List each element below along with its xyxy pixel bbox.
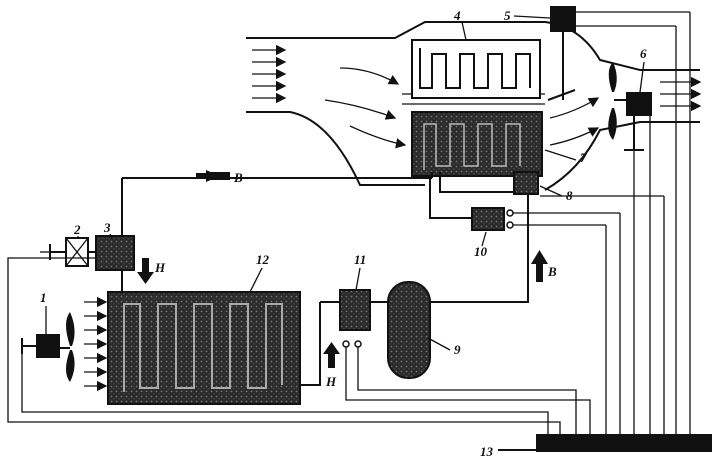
label-10: 10 bbox=[474, 244, 488, 259]
flow-label-b-right: В bbox=[547, 264, 557, 279]
flow-arrow-b-right bbox=[531, 250, 548, 282]
compressor-unit-11 bbox=[339, 289, 371, 348]
wiring bbox=[7, 11, 691, 434]
flow-arrow-b-top bbox=[196, 170, 230, 182]
flow-arrow-h-bottom bbox=[323, 342, 340, 368]
label-8: 8 bbox=[566, 188, 573, 203]
evaporator-7 bbox=[411, 111, 543, 177]
label-11: 11 bbox=[354, 252, 366, 267]
valve-10 bbox=[471, 207, 514, 231]
inlet-air-arrows bbox=[252, 44, 287, 104]
label-6: 6 bbox=[640, 46, 647, 61]
expansion-valve-8 bbox=[513, 171, 539, 195]
flow-label-h-top: Н bbox=[154, 260, 166, 275]
label-9: 9 bbox=[454, 342, 461, 357]
duct-fan-6 bbox=[608, 62, 652, 151]
condenser-12 bbox=[84, 291, 301, 405]
flow-label-h-bottom: Н bbox=[325, 374, 337, 389]
label-7: 7 bbox=[580, 150, 587, 165]
label-12: 12 bbox=[256, 252, 270, 267]
condenser-fan-1 bbox=[21, 312, 75, 382]
label-13: 13 bbox=[480, 444, 494, 459]
air-duct bbox=[246, 21, 702, 191]
flow-arrow-h-top bbox=[137, 258, 154, 284]
heater-coil-4 bbox=[411, 39, 541, 99]
label-1: 1 bbox=[40, 290, 47, 305]
receiver-3 bbox=[95, 235, 135, 271]
label-4: 4 bbox=[453, 8, 461, 23]
leader-lines bbox=[45, 15, 645, 351]
valve-2 bbox=[49, 237, 96, 267]
tank-9 bbox=[387, 281, 431, 379]
actuator-5 bbox=[547, 6, 576, 101]
label-2: 2 bbox=[73, 222, 81, 237]
outlet-air-arrows bbox=[660, 76, 702, 112]
label-3: 3 bbox=[103, 220, 111, 235]
bus-bar-13 bbox=[498, 434, 712, 452]
flow-label-b-top: В bbox=[233, 170, 243, 185]
condenser-air-arrows bbox=[84, 296, 108, 392]
label-5: 5 bbox=[504, 8, 511, 23]
